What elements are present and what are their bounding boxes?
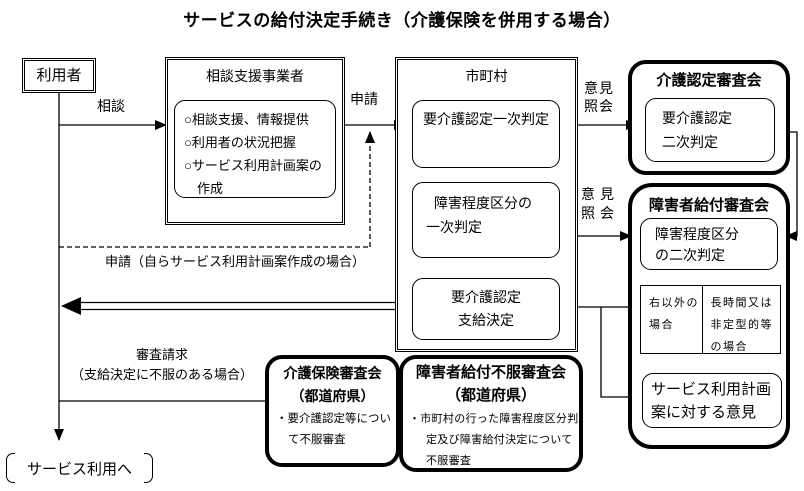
grant-decision-box: 要介護認定 支給決定 [412,278,560,340]
case-atypical-line: 非定型的等 [710,319,773,331]
consult-functions-box: ○相談支援、情報提供 ○利用者の状況把握 ○サービス利用計画案の 作成 [174,100,336,198]
case-other-line: 右以外の [649,297,699,309]
disability-appeal-body-line: ・市町村の行った障害程度区分判 [409,413,579,425]
disability-appeal-board-box: 障害者給付不服審査会 （都道府県） ・市町村の行った障害程度区分判 定及び障害給… [399,355,583,472]
disability-secondary-line: の二次判定 [655,247,725,263]
user-box: 利用者 [22,58,96,93]
disability-primary-judgement-box: 障害程度区分の 一次判定 [412,182,560,258]
case-other-cell: 右以外の 場合 [640,285,703,354]
care-primary-judgement-box: 要介護認定一次判定 [412,100,560,168]
opinion-inquiry-label-1: 意見 照会 [584,79,614,115]
care-insurance-appeal-body-line: て不服審査 [288,434,346,446]
appeal-request-label: 審査請求 （支給決定に不服のある場合） [62,345,262,385]
case-atypical-line: の場合 [710,341,748,353]
disability-appeal-board-subtitle: （都道府県） [445,387,536,404]
care-secondary-judgement-box: 要介護認定 二次判定 [645,98,775,162]
disability-appeal-body-line: 定及び障害給付決定について [426,434,573,446]
opinion-inquiry-label-2: 意見 照会 [581,185,619,223]
consult-support-office-box: 相談支援事業者 ○相談支援、情報提供 ○利用者の状況把握 ○サービス利用計画案の… [165,57,345,225]
care-secondary-line: 要介護認定 [662,110,732,126]
to-service-label: サービス利用へ [27,460,133,478]
consult-support-office-title: 相談支援事業者 [206,68,304,84]
grant-decision-line: 支給決定 [458,312,514,328]
opinion-inquiry-1-line: 照会 [584,98,614,114]
apply-edge-label: 申請 [350,91,378,107]
consult-edge-label: 相談 [97,98,125,114]
care-certification-board-title: 介護認定審査会 [656,72,762,89]
plan-opinion-line: サービス利用計画 [651,381,772,398]
municipality-box: 市町村 要介護認定一次判定 障害程度区分の 一次判定 要介護認定 支給決定 [395,57,578,352]
opinion-inquiry-1-line: 意見 [584,80,614,96]
care-primary-judgement-label: 要介護認定一次判定 [423,111,549,127]
consult-function-line: ○利用者の状況把握 [184,135,296,150]
appeal-request-line: 審査請求 [135,347,188,362]
care-insurance-appeal-board-subtitle: （都道府県） [290,388,375,404]
to-service-use: サービス利用へ [6,453,154,483]
disability-appeal-body-line: 不服審査 [426,455,472,467]
page-title: サービスの給付決定手続き（介護保険を併用する場合） [183,11,621,30]
consult-function-line: 作成 [197,181,224,196]
consult-function-line: ○サービス利用計画案の [184,158,322,173]
consult-function-line: ○相談支援、情報提供 [184,112,309,127]
disability-secondary-judgement-box: 障害程度区分 の二次判定 [640,218,778,270]
disability-benefit-board-box: 障害者給付審査会 障害程度区分 の二次判定 右以外の 場合 長時間又は 非定型的… [628,183,790,449]
disability-primary-line: 一次判定 [426,219,482,235]
care-insurance-appeal-body-line: ・要介護認定等につい [276,413,391,425]
case-other-line: 場合 [649,319,674,331]
municipality-title: 市町村 [465,68,508,84]
care-insurance-appeal-board-box: 介護保険審査会 （都道府県） ・要介護認定等につい て不服審査 [265,355,400,467]
case-atypical-line: 長時間又は [710,297,773,309]
plan-opinion-line: 案に対する意見 [651,404,757,421]
user-label: 利用者 [36,67,82,84]
opinion-inquiry-2-line: 意見 [581,186,619,202]
disability-appeal-board-title: 障害者給付不服審査会 [415,364,566,381]
decision-return-arrowhead [61,297,81,315]
care-certification-board-box: 介護認定審査会 要介護認定 二次判定 [628,60,790,175]
plan-opinion-box: サービス利用計画 案に対する意見 [642,373,782,428]
disability-primary-line: 障害程度区分の [434,195,532,211]
grant-decision-line: 要介護認定 [451,289,521,305]
self-apply-edge-label: 申請（自らサービス利用計画案作成の場合） [104,254,365,269]
appeal-request-line: （支給決定に不服のある場合） [70,367,253,382]
bracket-close-icon [144,453,154,483]
bracket-open-icon [6,453,15,483]
care-secondary-line: 二次判定 [662,134,718,150]
care-insurance-appeal-board-title: 介護保険審査会 [283,365,382,381]
opinion-inquiry-2-line: 照会 [581,205,619,221]
case-split-table: 右以外の 場合 長時間又は 非定型的等 の場合 [640,285,781,354]
case-atypical-cell: 長時間又は 非定型的等 の場合 [701,285,781,354]
disability-secondary-line: 障害程度区分 [655,226,739,242]
disability-benefit-board-title: 障害者給付審査会 [648,197,769,214]
